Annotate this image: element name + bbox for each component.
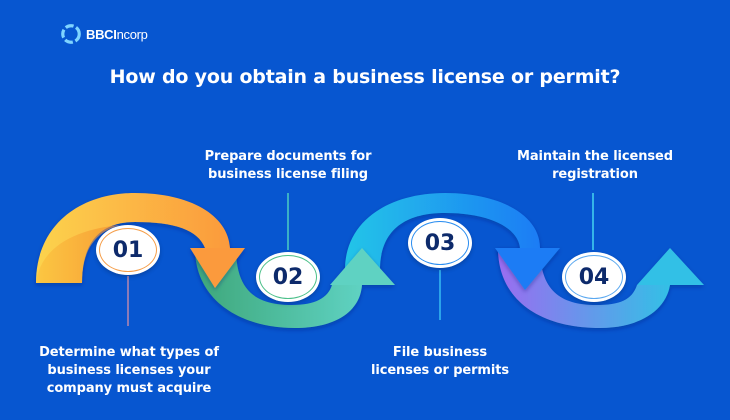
step-label-03: File business licenses or permits <box>371 345 509 378</box>
brand-name: BBCIncorp <box>86 26 148 42</box>
step-number-badge-03: 03 <box>408 218 472 268</box>
step-label-01: Determine what types of business license… <box>39 345 219 396</box>
step-label-02: Prepare documents for business license f… <box>204 149 372 182</box>
arrow-step-03 <box>345 193 560 290</box>
connector-line-02 <box>287 193 289 250</box>
step-number-badge-02: 02 <box>256 252 320 302</box>
page-title: How do you obtain a business license or … <box>109 66 621 88</box>
brand-logo: BBCIncorp <box>60 23 148 45</box>
step-number-badge-04: 04 <box>562 252 626 302</box>
connector-line-01 <box>127 276 129 326</box>
connector-line-04 <box>592 193 594 250</box>
connector-line-03 <box>439 270 441 320</box>
step-number-badge-01: 01 <box>96 225 160 275</box>
step-label-04: Maintain the licensed registration <box>517 149 673 182</box>
bbcincorp-swirl-logo-icon <box>61 24 81 44</box>
arrow-step-02 <box>195 248 395 328</box>
arrow-step-01 <box>36 193 245 288</box>
